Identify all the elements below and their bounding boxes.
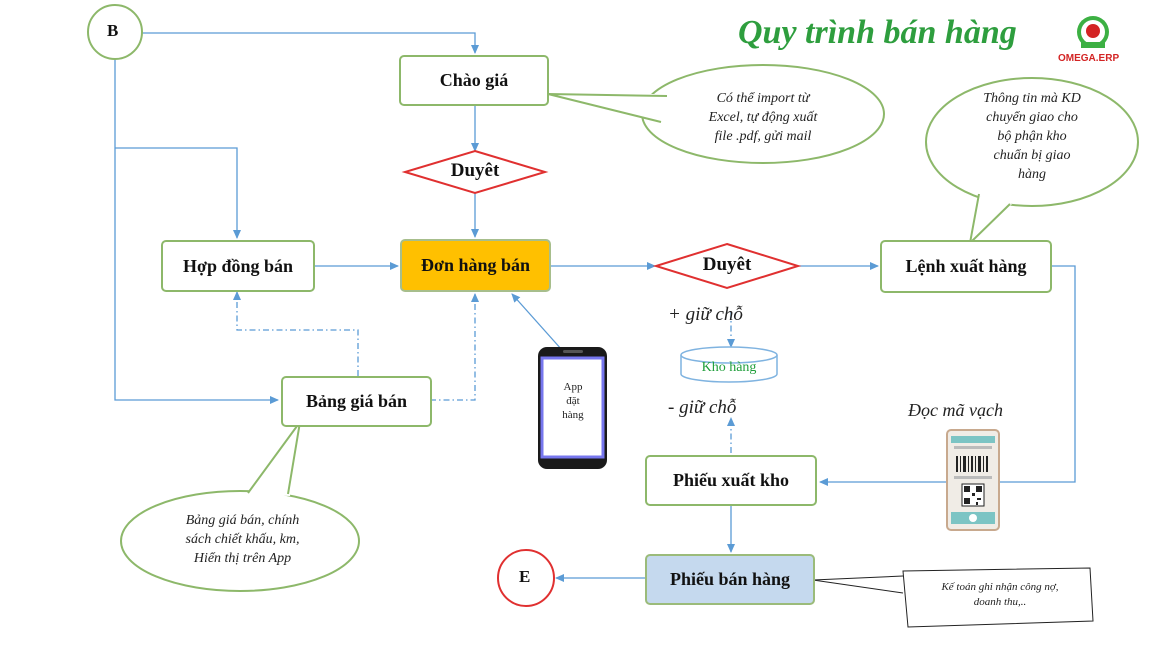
box-hop-dong-ban: Hợp đồng bán [161,240,315,292]
box-phieu-xuat-kho: Phiếu xuất kho [645,455,817,506]
phone-icon [538,347,607,469]
diagram-title: Quy trình bán hàng [738,14,1017,51]
decision-duyet-1 [401,149,549,195]
box-don-hang-ban: Đơn hàng bán [400,239,551,292]
doc-ma-vach-label: Đọc mã vạch [908,400,1003,420]
box-phieu-ban-hang: Phiếu bán hàng [645,554,815,605]
app-dat-hang-label: App đặt hàng [562,381,584,421]
box-lenh-xuat-hang: Lệnh xuất hàng [880,240,1052,293]
start-node [87,4,143,60]
start-label: B [107,21,119,40]
end-label: E [519,567,531,586]
omega-erp-logo [1077,16,1109,48]
callout-chao-gia [547,64,885,164]
logo-text: OMEGA.ERP [1058,53,1120,64]
note-lenh-xuat: Thông tin mà KD chuyển giao cho bộ phận … [983,91,1081,182]
callout-phieu-ban [812,567,1094,628]
box-bang-gia-ban: Bảng giá bán [281,376,432,427]
note-chao-gia: Có thể import từ Excel, tự động xuất fil… [708,91,818,144]
duyet-1-label: Duyêt [450,160,500,181]
callout-bang-gia [120,421,360,592]
giu-cho-plus-label: + giữ chỗ [668,304,743,325]
connectors [114,32,1076,582]
kho-hang-label: Kho hàng [701,360,757,375]
giu-cho-minus-label: - giữ chỗ [668,397,737,418]
warehouse-cylinder [680,346,778,383]
duyet-2-label: Duyêt [702,254,752,275]
end-node [497,549,555,607]
note-bang-gia: Bảng giá bán, chính sách chiết khấu, km,… [185,513,300,566]
barcode-scanner-icon [946,429,1000,531]
note-phieu-ban: Kế toán ghi nhận công nợ, doanh thu,.. [941,581,1059,608]
box-chao-gia: Chào giá [399,55,549,106]
decision-duyet-2 [652,242,802,290]
